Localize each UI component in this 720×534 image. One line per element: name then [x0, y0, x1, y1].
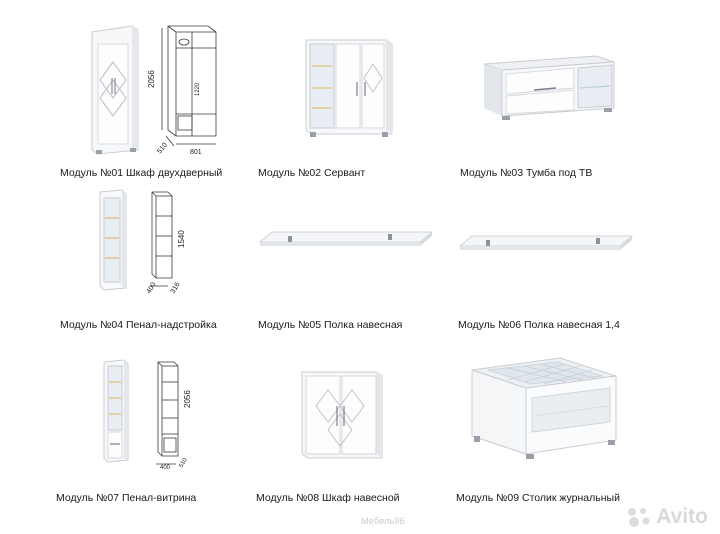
module-04-caption: Модуль №04 Пенал-надстройка — [60, 319, 217, 331]
module-04-dim-height: 1540 — [177, 230, 186, 248]
module-08-caption: Модуль №08 Шкаф навесной — [256, 492, 400, 504]
module-01-dim-inner: 1220 — [195, 82, 201, 96]
module-07-dim-width: 400 — [160, 465, 171, 470]
module-04-dim-depth: 316 — [170, 281, 182, 295]
module-03-image — [478, 50, 618, 134]
module-09-image — [468, 350, 618, 470]
module-01-image: 2056 1220 510 801 — [80, 18, 230, 158]
module-05-image — [258, 228, 434, 254]
module-02-image — [300, 36, 395, 142]
module-07-dim-height: 2056 — [183, 390, 192, 408]
module-07-image: 2056 400 510 — [96, 356, 206, 471]
module-08-image — [296, 368, 386, 464]
module-01-caption: Модуль №01 Шкаф двухдверный — [60, 167, 223, 179]
watermark-text: Мебель96 — [361, 516, 405, 526]
module-04-dim-width: 400 — [146, 281, 158, 295]
module-01-dim-width: 801 — [190, 149, 202, 156]
module-06-caption: Модуль №06 Полка навесная 1,4 — [458, 319, 620, 331]
avito-logo: Avito — [626, 504, 708, 530]
module-04-image: 1540 400 316 — [92, 186, 202, 296]
module-07-dim-depth: 510 — [179, 457, 190, 469]
module-07-caption: Модуль №07 Пенал-витрина — [56, 492, 197, 504]
module-05-caption: Модуль №05 Полка навесная — [258, 319, 403, 331]
module-01-dim-height: 2056 — [147, 70, 156, 88]
module-01-dim-depth: 510 — [156, 142, 169, 156]
avito-dots-icon — [628, 508, 650, 527]
avito-logo-text: Avito — [656, 505, 708, 528]
module-09-caption: Модуль №09 Столик журнальный — [456, 492, 620, 504]
module-03-caption: Модуль №03 Тумба под ТВ — [460, 167, 593, 179]
module-06-image — [456, 232, 634, 258]
module-02-caption: Модуль №02 Сервант — [258, 167, 366, 179]
